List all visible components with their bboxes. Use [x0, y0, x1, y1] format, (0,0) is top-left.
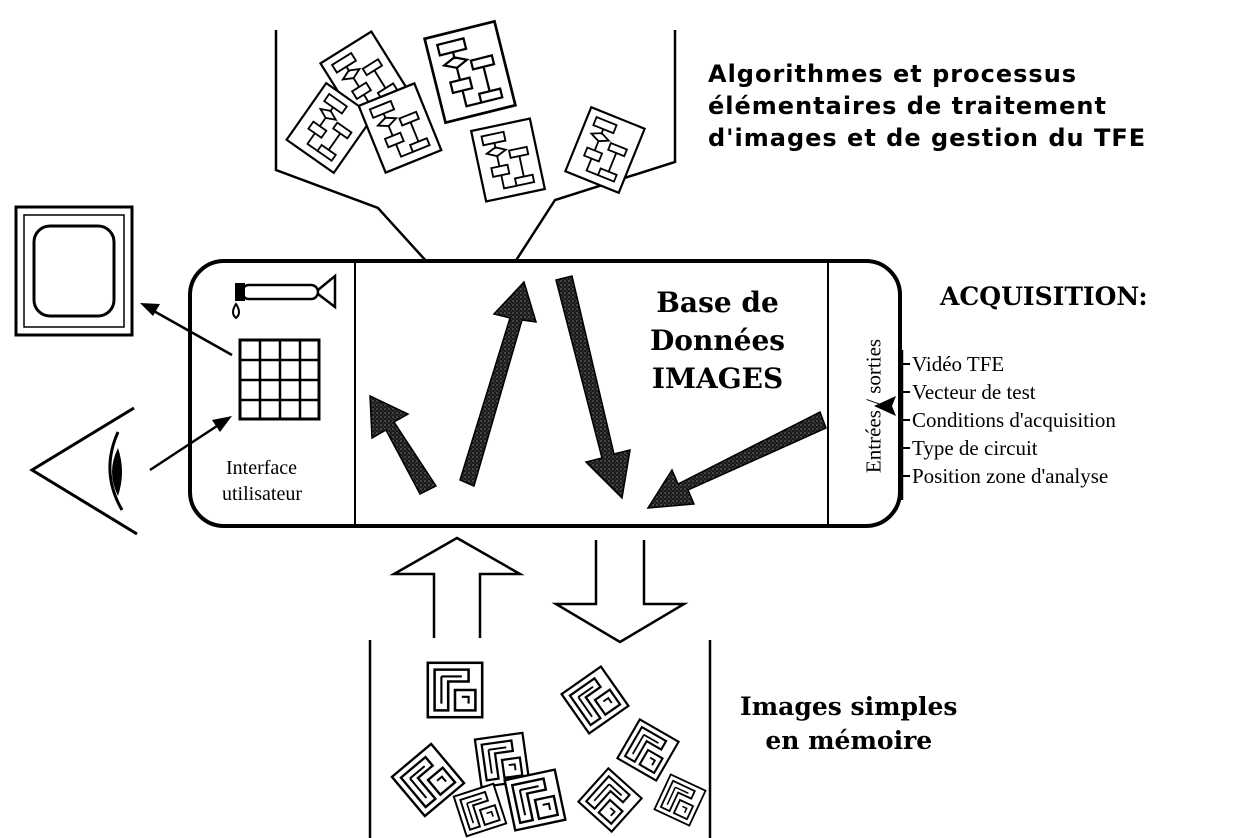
algorithms-caption: Algorithmes et processus élémentaires de…	[708, 58, 1146, 154]
input-arrow	[149, 416, 232, 472]
simple-images-line-2: en mémoire	[765, 726, 933, 755]
memory-funnel	[368, 640, 712, 838]
output-arrow	[140, 303, 233, 357]
io-label: Entrées / sorties	[861, 338, 886, 474]
flowchart-sheet-icon	[285, 20, 646, 203]
database-line-2: Données	[650, 324, 786, 357]
database-title: Base de Données IMAGES	[650, 284, 785, 398]
algorithms-line-2: élémentaires de traitement	[708, 92, 1107, 120]
keypad-icon	[238, 338, 321, 421]
database-box	[188, 259, 902, 528]
database-line-1: Base de	[656, 286, 779, 319]
simple-images-line-1: Images simples	[740, 692, 958, 721]
acquisition-list: Vidéo TFE Vecteur de test Conditions d'a…	[908, 350, 1116, 490]
acquisition-item-zone-position: Position zone d'analyse	[912, 464, 1109, 488]
acquisition-item-test-vector: Vecteur de test	[912, 380, 1036, 404]
eye-icon	[29, 406, 138, 536]
memory-arrows	[389, 536, 689, 644]
tube-icon	[232, 273, 337, 320]
simple-images-caption: Images simples en mémoire	[740, 690, 958, 758]
algorithms-line-1: Algorithmes et processus	[708, 60, 1078, 88]
user-interface-line-1: Interface	[226, 457, 298, 479]
user-interface-line-2: utilisateur	[222, 483, 302, 505]
acquisition-item-circuit-type: Type de circuit	[912, 436, 1038, 460]
user-interface-label: Interface utilisateur	[222, 455, 302, 507]
layout-image-icon	[390, 661, 707, 838]
data-flow-arrows	[369, 275, 827, 509]
algorithms-line-3: d'images et de gestion du TFE	[708, 124, 1147, 152]
database-line-3: IMAGES	[651, 362, 784, 395]
monitor-icon	[14, 205, 134, 337]
acquisition-title: ACQUISITION:	[940, 282, 1148, 311]
acquisition-bracket	[874, 350, 910, 500]
acquisition-item-video: Vidéo TFE	[912, 352, 1005, 376]
acquisition-item-conditions: Conditions d'acquisition	[912, 408, 1116, 432]
